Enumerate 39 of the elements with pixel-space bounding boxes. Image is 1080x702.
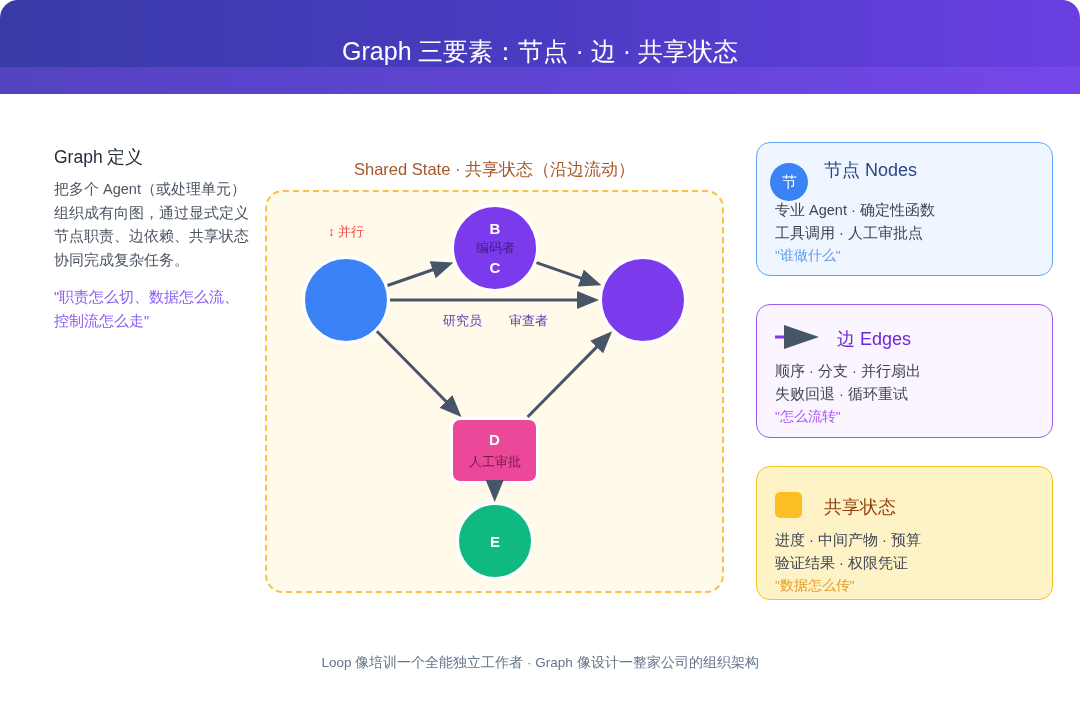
card-text: 专业 Agent · 确定性函数 bbox=[775, 201, 935, 220]
card-text: 进度 · 中间产物 · 预算 bbox=[775, 531, 921, 550]
info-card bbox=[756, 142, 1053, 276]
role-label: 审查者 bbox=[508, 312, 548, 329]
approval-box bbox=[450, 417, 539, 484]
parallel-note: ↕ 并行 bbox=[328, 224, 364, 240]
card-quote: "数据怎么传" bbox=[775, 577, 855, 595]
character-badge bbox=[770, 163, 808, 201]
description-text: 把多个 Agent（或处理单元）组织成有向图，通过显式定义节点职责、边依赖、共享状态协同完成复杂任务。 bbox=[54, 180, 250, 270]
card-text: 顺序 · 分支 · 并行扇出 bbox=[775, 362, 921, 381]
info-card bbox=[756, 466, 1053, 600]
arrow bbox=[375, 330, 462, 418]
node-letter: C bbox=[489, 259, 501, 276]
role-label: 研究员 bbox=[442, 312, 482, 329]
quote-text: "职责怎么切、数据怎么流、控制流怎么走" bbox=[54, 288, 241, 331]
card-text: 失败回退 · 循环重试 bbox=[775, 385, 908, 404]
region-title: Shared State · 共享状态（沿边流动） bbox=[354, 159, 635, 180]
card-title: 节点 Nodes bbox=[824, 159, 918, 182]
node-role-label: 编码者 bbox=[475, 240, 515, 256]
card-title: 边 Edges bbox=[837, 328, 912, 351]
arrow bbox=[390, 291, 599, 309]
arrow bbox=[526, 331, 613, 419]
card-quote: "怎么流转" bbox=[775, 408, 841, 426]
info-card bbox=[756, 304, 1053, 438]
card-quote: "谁做什么" bbox=[775, 247, 841, 265]
card-title: 共享状态 bbox=[824, 496, 896, 519]
node-letter: B bbox=[489, 220, 501, 237]
node-role-label: 人工审批 bbox=[468, 454, 521, 470]
arrow bbox=[387, 261, 454, 287]
arrow bbox=[485, 480, 504, 502]
page-title: Graph 三要素：节点 · 边 · 共享状态 bbox=[342, 35, 738, 67]
node-letter: D bbox=[489, 431, 500, 448]
node-letter: E bbox=[490, 532, 500, 550]
card-text: 工具调用 · 人工审批点 bbox=[775, 224, 923, 243]
footer-caption: Loop 像培训一个全能独立工作者 · Graph 像设计一整家公司的组织架构 bbox=[321, 654, 759, 672]
section-heading: Graph 定义 bbox=[54, 146, 144, 169]
badge-character: 节 bbox=[781, 173, 797, 191]
arrow bbox=[536, 261, 602, 287]
card-text: 验证结果 · 权限凭证 bbox=[775, 554, 908, 573]
